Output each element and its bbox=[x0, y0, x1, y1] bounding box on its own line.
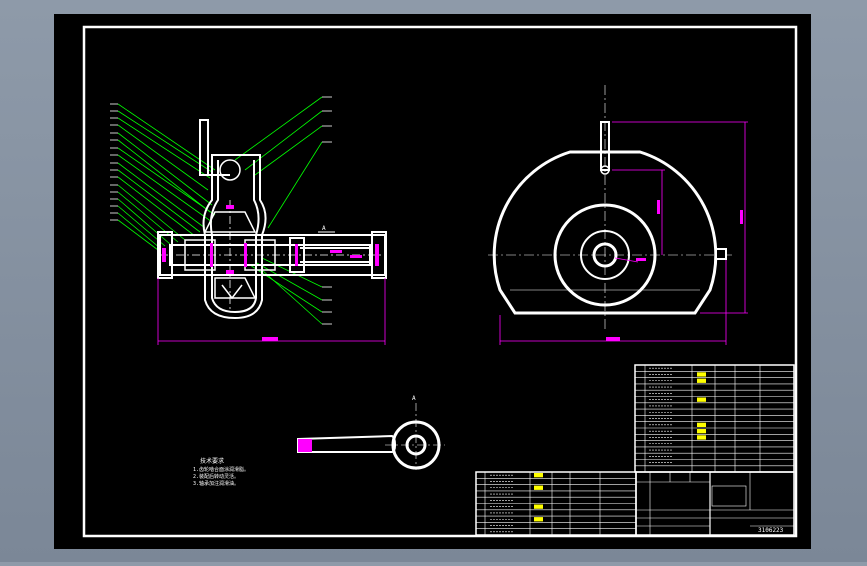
section-arrow-label: A bbox=[322, 225, 326, 232]
section-view-assembly: A bbox=[110, 96, 387, 345]
leader-stubs bbox=[110, 96, 332, 325]
table-highlight-cell bbox=[534, 485, 543, 490]
title-block: 3106223 bbox=[635, 471, 795, 536]
front-view-housing bbox=[488, 85, 748, 345]
tech-req-title: 技术要求 bbox=[200, 457, 224, 465]
tech-req-line-2: 2.装配后转动灵活。 bbox=[193, 473, 239, 480]
table-highlight-cell bbox=[534, 504, 543, 509]
housing-outline bbox=[492, 150, 718, 315]
table-highlight-cell bbox=[534, 517, 543, 522]
section-hatch-highlights bbox=[162, 205, 379, 274]
top-handle bbox=[600, 121, 610, 171]
table-highlight-cell bbox=[697, 378, 706, 383]
drawing-sheet bbox=[54, 14, 811, 549]
table-highlight-cell bbox=[697, 435, 706, 440]
tech-req-line-1: 1.齿轮啮合面涂润滑脂。 bbox=[193, 466, 249, 473]
gear-housing bbox=[157, 119, 387, 320]
lever-hub-bore bbox=[405, 434, 427, 456]
drawing-number: 3106223 bbox=[758, 527, 784, 534]
view-a-lever: A bbox=[297, 395, 445, 470]
table-highlight-cell bbox=[697, 422, 706, 427]
hub-circle bbox=[580, 230, 630, 280]
bom-table-upper bbox=[634, 364, 795, 473]
drawing-border bbox=[82, 25, 798, 538]
dimension-lines-front bbox=[499, 121, 748, 345]
table-highlight-cell bbox=[697, 397, 706, 402]
side-boss bbox=[715, 248, 727, 260]
dimension-overall-length bbox=[157, 278, 386, 345]
table-highlight-cell bbox=[697, 429, 706, 434]
view-a-label: A bbox=[412, 395, 416, 402]
shaft-bore bbox=[592, 242, 618, 268]
section-arrow: A bbox=[318, 225, 335, 233]
lever-grip-highlight bbox=[298, 439, 312, 452]
tech-req-line-3: 3.轴承加注润滑油。 bbox=[193, 480, 239, 487]
table-highlight-cell bbox=[697, 372, 706, 377]
bom-table-lower bbox=[475, 471, 637, 536]
bearing-seat-circle bbox=[553, 203, 657, 307]
lever-hub-outer bbox=[391, 420, 441, 470]
table-highlight-cell bbox=[534, 473, 543, 478]
handle-pivot bbox=[600, 165, 610, 175]
technical-requirements: 技术要求 1.齿轮啮合面涂润滑脂。 2.装配后转动灵活。 3.轴承加注润滑油。 bbox=[193, 457, 249, 487]
